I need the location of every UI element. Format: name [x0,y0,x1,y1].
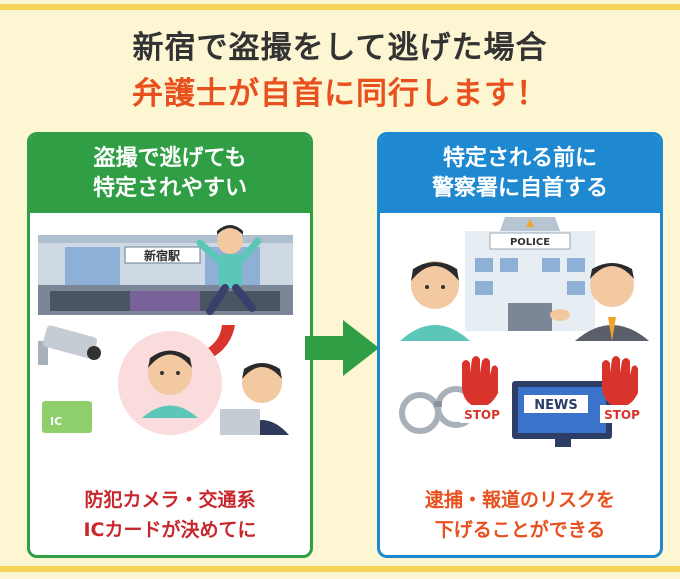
top-stripe [0,4,680,10]
stop-hand-icon-2: STOP [600,356,644,423]
page-title: 新宿で盗撮をして逃げた場合 [132,30,548,66]
left-footer-line1: 防犯カメラ・交通系 [84,489,256,512]
left-panel-footer: 防犯カメラ・交通系 ICカードが決めてに [30,486,310,545]
stop-hand-icon-1: STOP [460,356,504,423]
suspect-face-figure [142,350,198,418]
page-subtitle: 弁護士が自首に同行します！ [132,76,548,112]
news-tv-icon: NEWS [512,381,612,447]
news-label: NEWS [534,398,577,413]
left-panel-heading: 盗撮で逃げても 特定されやすい [30,135,310,213]
right-panel-footer: 逮捕・報道のリスクを 下げることができる [380,486,660,545]
investigator-figure [220,363,289,435]
self-surrender-man-figure [400,261,470,341]
left-panel: 盗撮で逃げても 特定されやすい 新宿駅 [27,132,313,558]
right-heading-line2: 警察署に自首する [431,176,608,201]
right-heading-line1: 特定される前に [442,146,597,172]
left-heading-line2: 特定されやすい [92,176,247,201]
right-footer-line1: 逮捕・報道のリスクを [424,489,615,512]
stop-label-1: STOP [464,408,500,422]
ic-card-icon: IC [42,401,92,433]
station-sign: 新宿駅 [144,248,181,263]
left-heading-line1: 盗撮で逃げても [93,146,247,172]
right-panel-heading: 特定される前に 警察署に自首する [380,135,660,213]
left-footer-line2: ICカードが決めてに [83,518,257,541]
stop-label-2: STOP [604,408,640,422]
right-footer-line2: 下げることができる [434,518,606,541]
right-panel: 特定される前に 警察署に自首する POLICE [377,132,663,558]
fleeing-person-figure [196,225,262,315]
police-station-image: POLICE [465,217,595,331]
green-arrow-icon [305,320,379,376]
right-illustration: POLICE [399,217,649,447]
left-illustration: 新宿駅 [38,225,293,435]
ic-card-label: IC [50,415,62,428]
bottom-stripe [0,566,680,572]
security-camera-icon [38,325,101,365]
lawyer-figure [550,263,649,341]
police-sign: POLICE [510,237,550,248]
